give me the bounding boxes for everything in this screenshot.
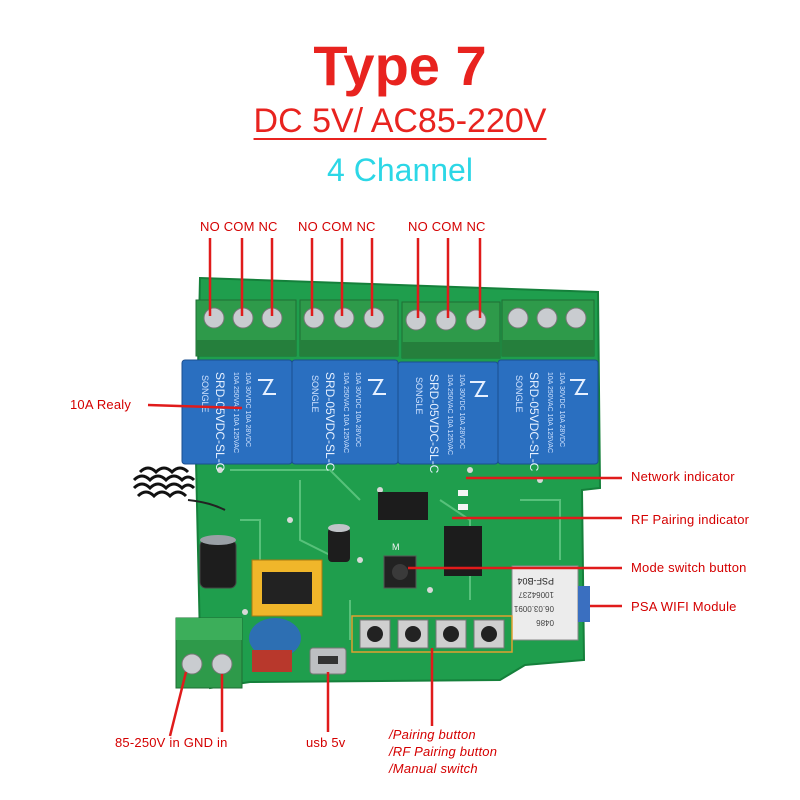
terminal-block-1 xyxy=(195,299,297,357)
ic-chip xyxy=(378,492,428,520)
wifi-module: 0486 06.03.0091 10064237 PSF-B04 xyxy=(511,565,590,641)
relay-rating-text: 10A 250VAC 10A 125VAC xyxy=(232,372,239,453)
relay-brand-text: SONGLE xyxy=(310,375,320,413)
buttons-label-rf-pairing: /RF Pairing button xyxy=(389,744,498,759)
x-capacitor xyxy=(249,618,301,658)
rf-pairing-indicator-label: RF Pairing indicator xyxy=(631,512,750,527)
relay-brand-text: SONGLE xyxy=(414,377,424,415)
songle-logo-icon xyxy=(258,379,276,395)
channel-count: 4 Channel xyxy=(327,152,473,188)
relay-model-text: SRD-05VDC-SL-C xyxy=(323,372,337,472)
terminal-block-3 xyxy=(401,301,501,359)
terminal-blocks xyxy=(195,299,595,359)
page-title: Type 7 xyxy=(313,34,487,97)
songle-logo-icon xyxy=(470,381,488,397)
voltage-subtitle: DC 5V/ AC85-220V xyxy=(0,104,800,138)
relay-model-text: SRD-05VDC-SL-C xyxy=(527,372,541,472)
relay-brand-text: SONGLE xyxy=(200,375,210,413)
indicator-leds xyxy=(458,490,468,510)
buttons-label-manual: /Manual switch xyxy=(389,761,478,776)
relay-rating-text: 10A 250VAC 10A 125VAC xyxy=(546,372,553,453)
tactile-button-3 xyxy=(435,619,467,649)
wifi-module-model: PSF-B04 xyxy=(517,576,554,586)
relay-rating-text: 10A 30VDC 10A 28VDC xyxy=(244,372,251,447)
relay-rating-text: 10A 250VAC 10A 125VAC xyxy=(342,372,349,453)
usb-label: usb 5v xyxy=(306,735,346,750)
tactile-button-1 xyxy=(359,619,391,649)
tactile-button-4 xyxy=(473,619,505,649)
terminal-label-group-3: NO COM NC xyxy=(408,219,486,234)
relay-rating-text: 10A 30VDC 10A 28VDC xyxy=(558,372,565,447)
transformer xyxy=(251,559,323,617)
buttons-label-pairing: /Pairing button xyxy=(389,727,476,742)
antenna-coil-icon xyxy=(132,466,226,511)
callout-lines xyxy=(147,238,622,737)
relay-model-text: SRD-05VDC-SL-C xyxy=(427,374,441,474)
fuse xyxy=(252,650,292,672)
terminal-label-group-2: NO COM NC xyxy=(298,219,376,234)
network-indicator-label: Network indicator xyxy=(631,469,735,484)
relay-callout-label: 10A Realy xyxy=(70,397,132,412)
wifi-module-code: 0486 xyxy=(536,618,554,627)
relay-model-text: SRD-05VDC-SL-C xyxy=(213,372,227,472)
usb-port xyxy=(309,647,347,675)
terminal-block-4 xyxy=(501,299,595,357)
terminal-label-group-1: NO COM NC xyxy=(200,219,278,234)
power-terminal xyxy=(175,617,243,689)
mode-switch-label: Mode switch button xyxy=(631,560,747,575)
capacitor-small xyxy=(328,524,350,562)
songle-logo-icon xyxy=(368,379,386,395)
terminal-block-2 xyxy=(299,299,399,357)
songle-logo-icon xyxy=(570,379,588,395)
voltage-text: DC 5V/ AC85-220V xyxy=(253,102,547,140)
relay-rating-text: 10A 250VAC 10A 125VAC xyxy=(446,374,453,455)
wifi-module-label: PSA WIFI Module xyxy=(631,599,737,614)
relay-rating-text: 10A 30VDC 10A 28VDC xyxy=(354,372,361,447)
wifi-module-date: 06.03.0091 xyxy=(513,604,554,613)
mode-key-marking: M xyxy=(392,542,400,552)
tactile-button-2 xyxy=(397,619,429,649)
capacitor-large xyxy=(199,535,237,589)
relay-rating-text: 10A 30VDC 10A 28VDC xyxy=(458,374,465,449)
relay-brand-text: SONGLE xyxy=(514,375,524,413)
power-input-label: 85-250V in GND in xyxy=(115,735,228,750)
wifi-module-line: 10064237 xyxy=(518,590,554,599)
